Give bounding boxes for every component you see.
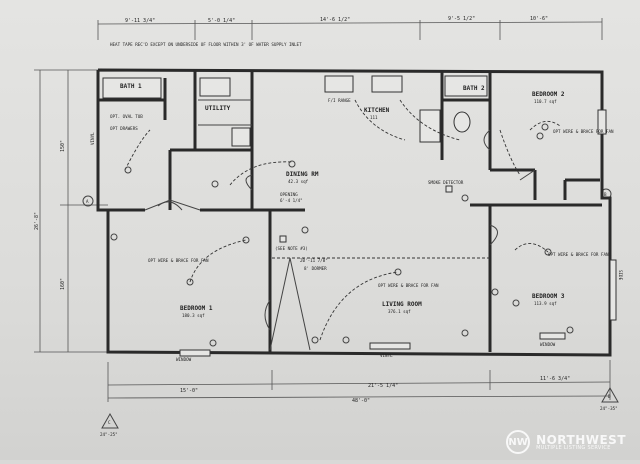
- label-window-right: WINDOW: [540, 342, 556, 347]
- room-kitchen-area: 111: [370, 115, 378, 120]
- fixtures: [102, 75, 617, 357]
- room-bedroom3: BEDROOM 3: [532, 293, 565, 300]
- label-opt-wire-b2: OPT WIRE & BRACE FOR FAN: [553, 129, 614, 134]
- dim-bottom-2: 21'-5 1/4": [368, 383, 398, 389]
- dim-top-3: 14'-6 1/2": [320, 17, 350, 23]
- dim-top-2: 5'-0 1/4": [208, 18, 235, 24]
- room-dining: DINING RM: [286, 171, 319, 178]
- watermark-name: NORTHWEST: [536, 432, 626, 447]
- label-dormer: 8' DORMER: [304, 266, 327, 271]
- label-opening: OPENING: [280, 192, 298, 197]
- marker-d: [601, 386, 619, 403]
- dim-left-lower: 160": [60, 278, 66, 290]
- svg-text:A: A: [86, 199, 89, 204]
- smoke-detector-icon: [279, 235, 287, 243]
- label-opt-wire-b3: OPT WIRE & BRACE FOR FAN: [548, 252, 609, 257]
- room-utility: UTILITY: [205, 105, 231, 112]
- window-bedroom3-bottom: [539, 332, 566, 340]
- bathtub-2: [444, 75, 488, 97]
- left-dimension-lines: 26'-8" 150" 160" VINYL: [34, 69, 108, 353]
- window-living: [369, 342, 411, 350]
- svg-text:24"-35": 24"-35": [600, 406, 618, 411]
- dim-overall-width: 48'-0": [352, 398, 370, 404]
- watermark-subtitle: MULTIPLE LISTING SERVICE: [536, 444, 611, 451]
- dim-top-5: 10'-6": [530, 16, 548, 22]
- fridge: [419, 109, 441, 143]
- mls-watermark: NW NORTHWEST MULTIPLE LISTING SERVICE: [506, 430, 626, 454]
- electrical-wiring: [110, 99, 574, 347]
- room-bath1: BATH 1: [120, 83, 142, 90]
- interior-walls: [98, 70, 602, 352]
- room-bedroom1-area: 180.3 sqf: [182, 313, 205, 318]
- exterior-walls: [96, 68, 612, 357]
- label-window-bottom: WINDOW: [176, 357, 192, 362]
- room-bath2: BATH 2: [463, 85, 485, 92]
- label-dormer-dim: 20'-11 7/8": [300, 258, 328, 263]
- svg-text:24"-25": 24"-25": [100, 432, 118, 437]
- note-heat-tape: HEAT TAPE REC'D EXCEPT ON UNDERSIDE OF F…: [110, 42, 302, 47]
- room-bedroom2: BEDROOM 2: [532, 91, 565, 98]
- window-bedroom2: [597, 109, 607, 135]
- svg-text:C: C: [108, 420, 111, 425]
- bottom-dimension-lines: 15'-0" 21'-5 1/4" 11'-6 3/4" 48'-0": [107, 360, 611, 404]
- svg-text:D: D: [608, 394, 611, 399]
- toilet-2: [453, 111, 471, 133]
- dim-top-1: 9'-11 3/4": [125, 18, 155, 24]
- svg-text:B: B: [604, 192, 607, 197]
- window-bedroom3: [609, 259, 617, 321]
- marker-a: [82, 195, 94, 207]
- water-heater: [231, 127, 251, 147]
- dim-bottom-1: 15'-0": [180, 388, 198, 394]
- door-swings: [144, 129, 536, 331]
- room-kitchen: KITCHEN: [364, 107, 390, 114]
- label-smoke: SMOKE DETECTOR: [428, 180, 464, 185]
- room-labels: BATH 1 OPT. OVAL TUB OPT DRAWERS UTILITY…: [110, 83, 623, 362]
- marker-c: [101, 412, 119, 429]
- dim-bottom-3: 11'-6 3/4": [540, 376, 570, 382]
- room-dining-area: 42.3 sqf: [288, 179, 309, 184]
- left-side-label: VINYL: [90, 132, 95, 145]
- room-living-area: 376.1 sqf: [388, 309, 411, 314]
- washer: [199, 77, 231, 97]
- northwest-logo-icon: NW: [506, 430, 531, 454]
- label-opt-tub: OPT. OVAL TUB: [110, 114, 143, 119]
- smoke-detector-icon-2: [445, 185, 453, 193]
- range: [324, 75, 354, 93]
- room-bedroom2-area: 110.7 sqf: [534, 99, 557, 104]
- top-dimension-lines: 9'-11 3/4" 5'-0 1/4" 14'-6 1/2" 9'-5 1/2…: [97, 16, 603, 40]
- label-opening-dim: 6'-4 1/4": [280, 198, 303, 203]
- kitchen-sink: [371, 75, 403, 93]
- dim-top-4: 9'-5 1/2": [448, 16, 475, 22]
- label-gas: (SEE NOTE #3): [275, 246, 308, 251]
- room-bedroom3-area: 113.9 sqf: [534, 301, 557, 306]
- label-side-right: SIDE: [618, 270, 623, 281]
- window-bedroom1: [179, 349, 211, 357]
- dim-left-outer: 26'-8": [34, 212, 40, 230]
- label-range: F/I RANGE: [328, 98, 351, 103]
- label-opt-wire-b1: OPT WIRE & BRACE FOR FAN: [148, 258, 209, 263]
- room-living: LIVING ROOM: [382, 301, 422, 308]
- watermark-text: NORTHWEST MULTIPLE LISTING SERVICE: [536, 434, 626, 451]
- label-opt-drawers: OPT DRAWERS: [110, 126, 138, 131]
- label-opt-wire-lr: OPT WIRE & BRACE FOR FAN: [378, 283, 439, 288]
- room-bedroom1: BEDROOM 1: [180, 305, 213, 312]
- section-markers: A B C D 24"-25" 24"-35": [82, 188, 619, 437]
- bathtub-1: [102, 77, 162, 99]
- dim-left-upper: 150": [60, 140, 66, 152]
- label-vinyl-bottom: VINYL: [380, 353, 393, 358]
